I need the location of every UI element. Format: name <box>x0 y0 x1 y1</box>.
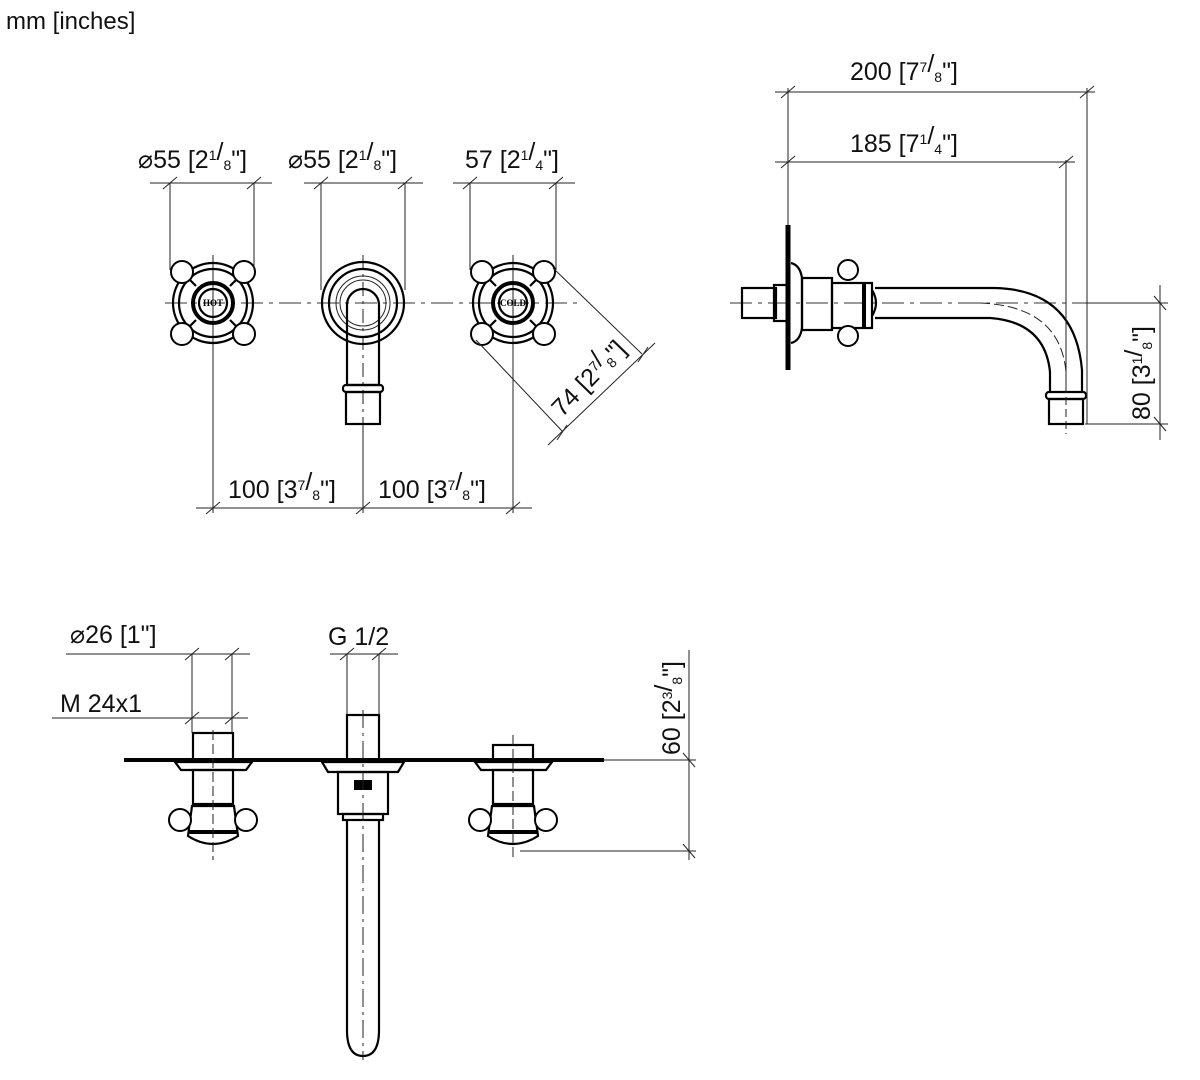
dim-diagonal: 74 [27/8"] <box>540 330 631 423</box>
dim-cold-width: 57 [21/4"] <box>465 138 559 174</box>
spout-front <box>320 255 406 430</box>
dim-installation-depth: 60 [23/8"] <box>650 661 686 755</box>
dim-thread-valve: M 24x1 <box>60 690 142 718</box>
dim-hot-diameter: ⌀55 [21/8"] <box>138 138 247 174</box>
dim-valve-diameter: ⌀26 [1"] <box>70 621 157 649</box>
dim-projection-total: 200 [77/8"] <box>850 50 958 86</box>
valve-cold-top <box>468 735 558 860</box>
spout-top <box>320 710 406 1060</box>
dim-outlet-drop: 80 [31/8"] <box>1120 326 1156 420</box>
dim-spout-diameter: ⌀55 [21/8"] <box>288 138 397 174</box>
dim-spacing-right: 100 [37/8"] <box>378 468 486 504</box>
front-view: HOT COLD <box>138 138 656 515</box>
hot-label: HOT <box>203 298 223 308</box>
dim-projection-outlet: 185 [71/4"] <box>850 122 958 158</box>
units-label: mm [inches] <box>6 8 136 35</box>
cold-handle: COLD <box>470 255 556 513</box>
top-view: ⌀26 [1"] M 24x1 G 1/2 60 [23/8"] <box>52 621 696 1060</box>
dim-spacing-left: 100 [37/8"] <box>228 468 336 504</box>
valve-hot-top <box>168 730 258 860</box>
side-view: 200 [77/8"] 185 [71/4"] 80 [31/8"] <box>730 50 1168 440</box>
dim-thread-spout: G 1/2 <box>328 623 389 651</box>
hot-handle: HOT <box>170 255 256 513</box>
cold-label: COLD <box>500 298 527 308</box>
